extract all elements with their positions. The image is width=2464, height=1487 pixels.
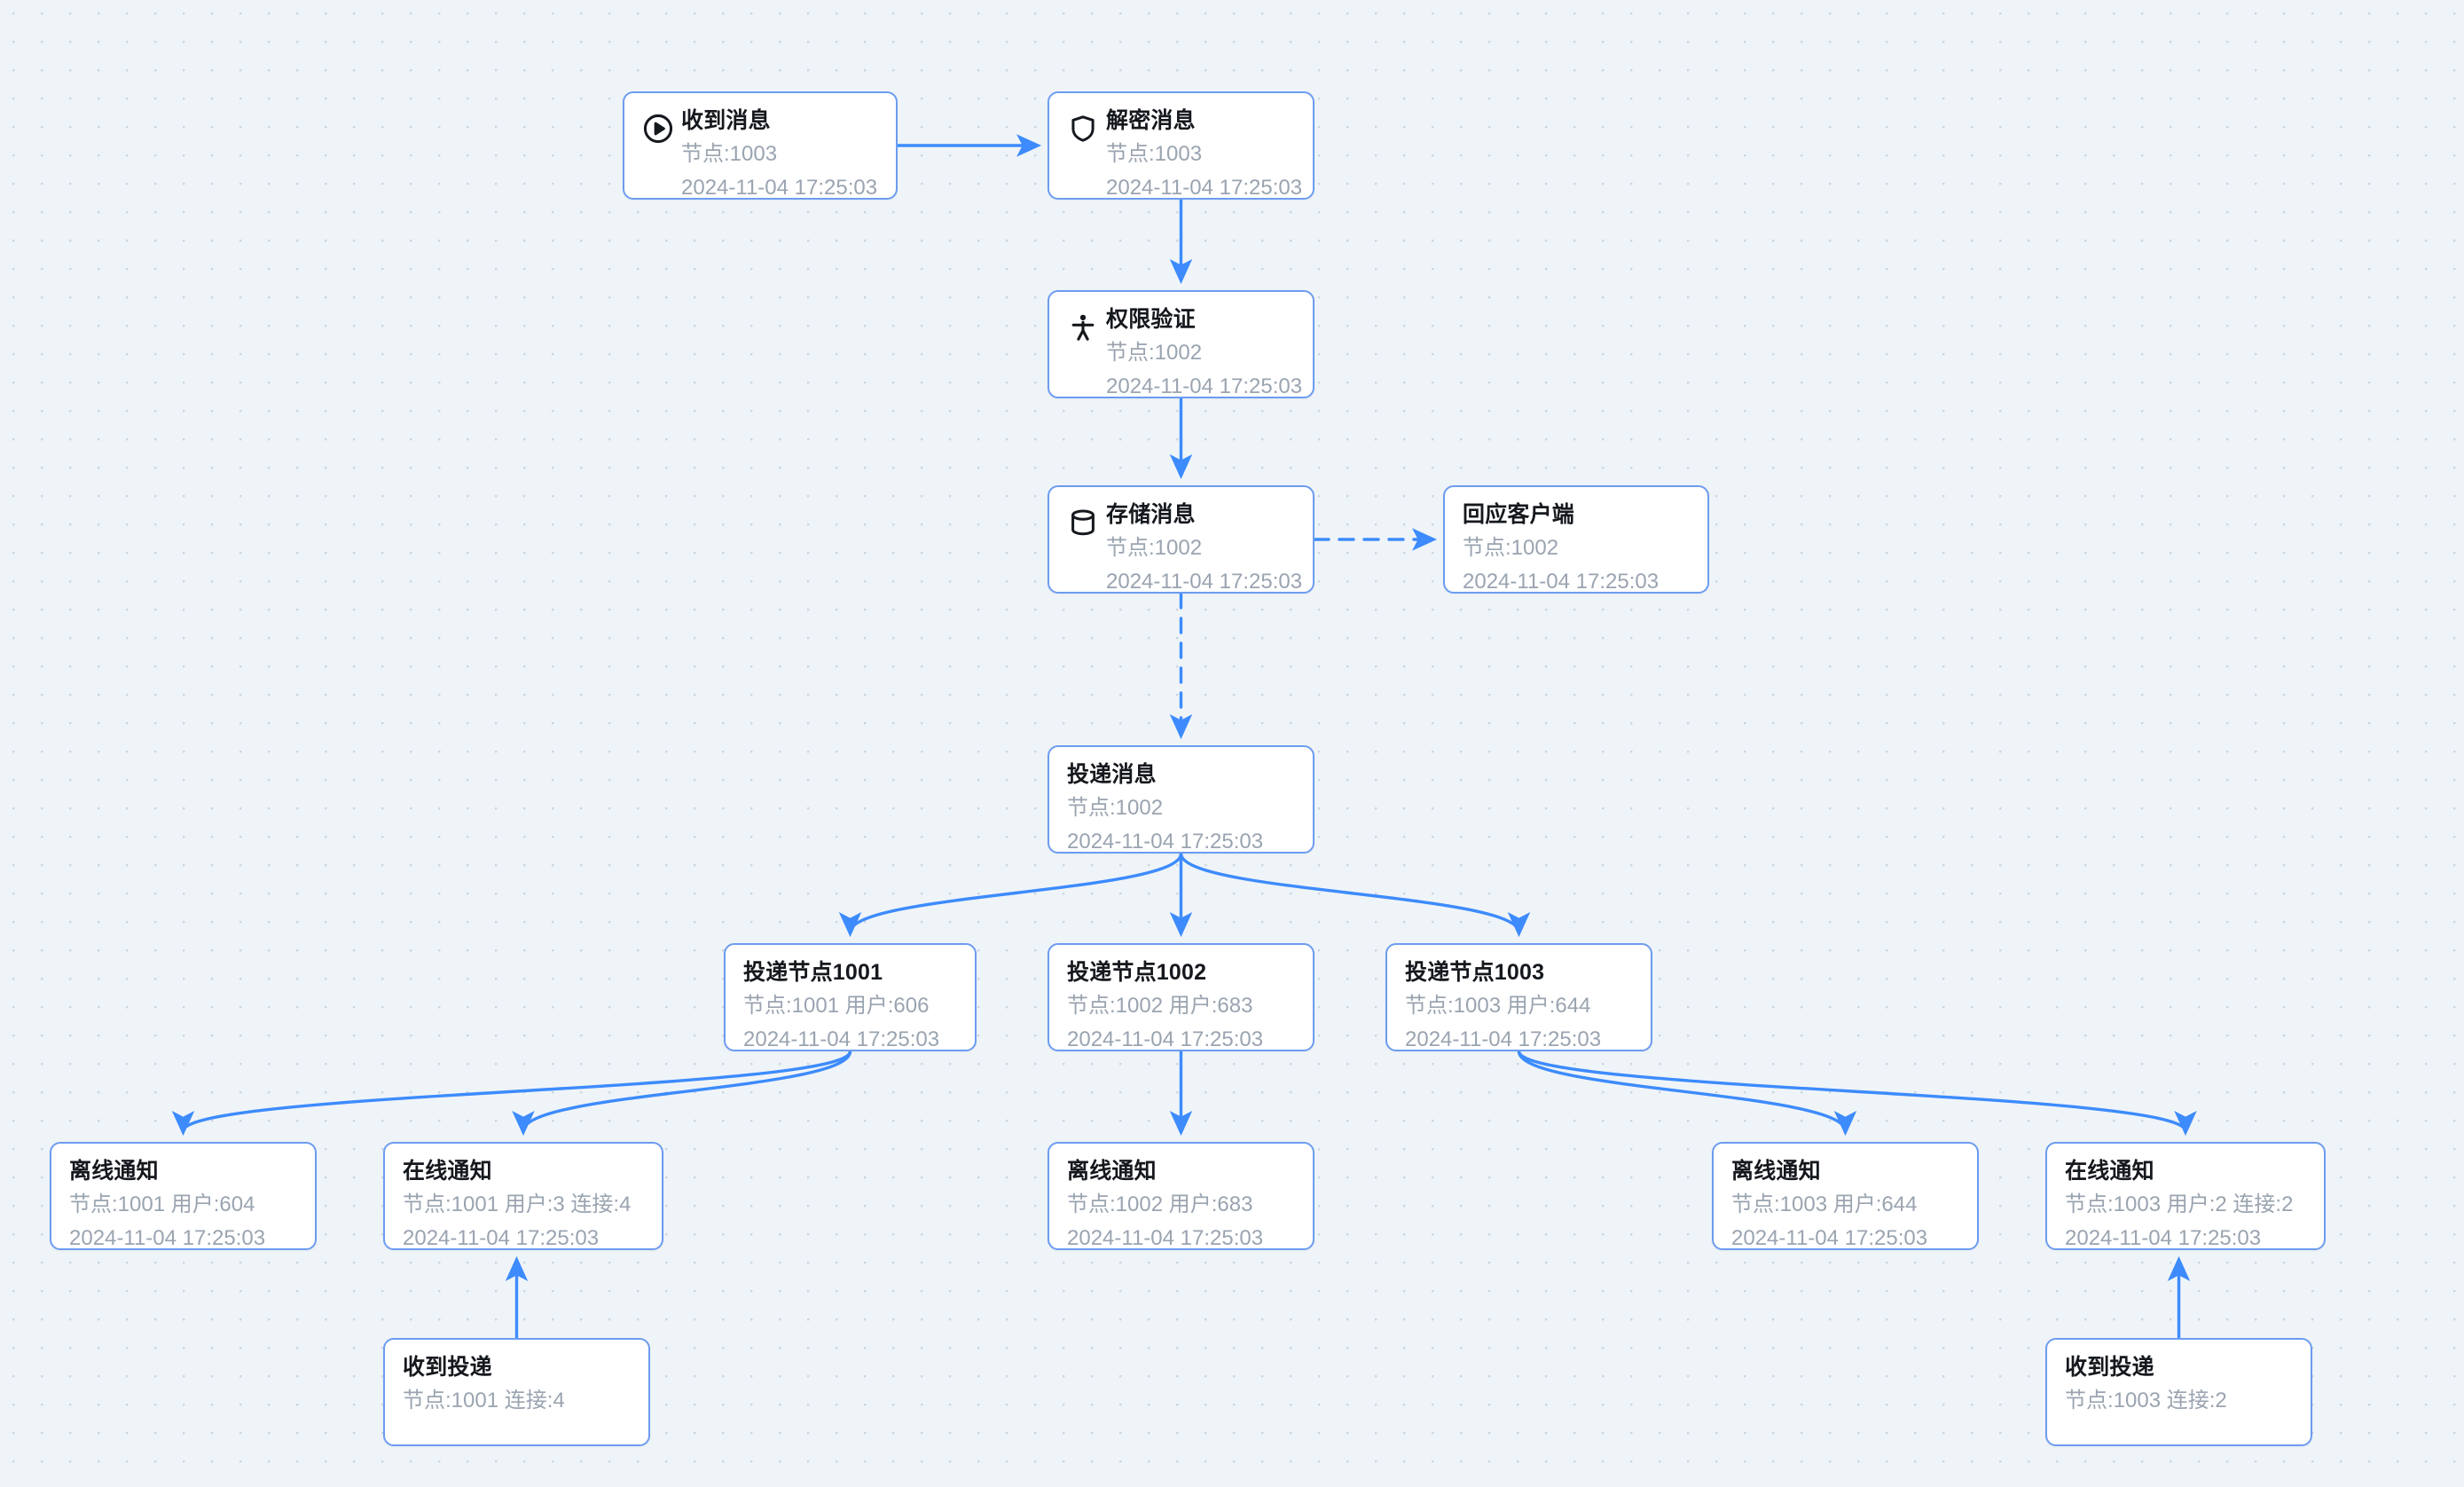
node-body: 在线通知节点:1003 用户:2 连接:2 2024-11-04 17:25:03 — [2065, 1158, 2308, 1254]
node-online-notify-1003[interactable]: 在线通知节点:1003 用户:2 连接:2 2024-11-04 17:25:03 — [2045, 1142, 2326, 1250]
node-title: 投递节点1002 — [1067, 960, 1207, 985]
node-receive-message[interactable]: 收到消息节点:1003 2024-11-04 17:25:03 — [623, 91, 898, 200]
node-decrypt-message[interactable]: 解密消息节点:1003 2024-11-04 17:25:03 — [1048, 91, 1314, 200]
node-offline-notify-1003[interactable]: 离线通知节点:1003 用户:644 2024-11-04 17:25:03 — [1712, 1142, 1979, 1250]
node-timestamp: 2024-11-04 17:25:03 — [69, 1225, 266, 1250]
node-title: 投递消息 — [1067, 762, 1157, 787]
node-meta: 节点:1002 — [1463, 535, 1559, 560]
play-circle-icon — [640, 111, 676, 146]
node-timestamp: 2024-11-04 17:25:03 — [1067, 1027, 1264, 1051]
node-meta: 节点:1002 — [1106, 340, 1203, 365]
node-timestamp: 2024-11-04 17:25:03 — [1463, 569, 1660, 594]
node-title: 离线通知 — [69, 1159, 159, 1184]
node-reply-client[interactable]: 回应客户端节点:1002 2024-11-04 17:25:03 — [1443, 485, 1709, 594]
node-offline-notify-1001[interactable]: 离线通知节点:1001 用户:604 2024-11-04 17:25:03 — [50, 1142, 317, 1250]
node-meta: 节点:1002 用户:683 — [1067, 1192, 1253, 1216]
node-meta: 节点:1003 — [1106, 141, 1203, 166]
node-body: 离线通知节点:1001 用户:604 2024-11-04 17:25:03 — [69, 1158, 299, 1254]
node-title: 在线通知 — [403, 1159, 492, 1184]
edge-deliver-node-1003-to-offline-notify-1003 — [1517, 1050, 1857, 1137]
node-title: 投递节点1001 — [743, 960, 883, 985]
edge-deliver-node-1001-to-online-notify-1001 — [512, 1050, 852, 1137]
database-icon — [1065, 505, 1101, 540]
node-meta: 节点:1002 用户:683 — [1067, 993, 1253, 1018]
node-timestamp: 2024-11-04 17:25:03 — [1106, 175, 1303, 200]
node-deliver-node-1002[interactable]: 投递节点1002 节点:1002 用户:683 2024-11-04 17:25:0… — [1048, 943, 1314, 1051]
node-title: 投递节点1003 — [1405, 960, 1545, 985]
node-body: 回应客户端节点:1002 2024-11-04 17:25:03 — [1463, 501, 1691, 597]
node-body: 收到消息节点:1003 2024-11-04 17:25:03 — [681, 107, 880, 203]
node-body: 投递节点1003 节点:1003 用户:644 2024-11-04 17:25:0… — [1405, 959, 1635, 1055]
node-body: 投递消息节点:1002 2024-11-04 17:25:03 — [1067, 761, 1297, 857]
node-store-message[interactable]: 存储消息节点:1002 2024-11-04 17:25:03 — [1048, 485, 1314, 594]
node-received-delivery-1001[interactable]: 收到投递节点:1001 连接:4 — [383, 1338, 650, 1446]
node-meta: 节点:1002 — [1106, 535, 1203, 560]
node-offline-notify-1002[interactable]: 离线通知节点:1002 用户:683 2024-11-04 17:25:03 — [1048, 1142, 1314, 1250]
edge-deliver-message-to-deliver-node-1003 — [1179, 852, 1531, 938]
node-timestamp: 2024-11-04 17:25:03 — [1405, 1027, 1602, 1051]
node-body: 权限验证节点:1002 2024-11-04 17:25:03 — [1106, 306, 1303, 402]
node-body: 离线通知节点:1003 用户:644 2024-11-04 17:25:03 — [1731, 1158, 1961, 1254]
shield-icon — [1065, 111, 1101, 146]
node-title: 权限验证 — [1106, 307, 1196, 332]
node-deliver-node-1001[interactable]: 投递节点1001 节点:1001 用户:606 2024-11-04 17:25:0… — [724, 943, 977, 1051]
node-title: 离线通知 — [1731, 1159, 1821, 1184]
node-timestamp: 2024-11-04 17:25:03 — [1067, 1225, 1264, 1250]
node-deliver-message[interactable]: 投递消息节点:1002 2024-11-04 17:25:03 — [1048, 745, 1314, 854]
node-body: 投递节点1002 节点:1002 用户:683 2024-11-04 17:25:0… — [1067, 959, 1297, 1055]
node-meta: 节点:1003 用户:644 — [1731, 1192, 1918, 1216]
edge-deliver-node-1003-to-online-notify-1003 — [1517, 1050, 2197, 1137]
edge-deliver-message-to-deliver-node-1001 — [838, 852, 1183, 938]
node-body: 在线通知节点:1001 用户:3 连接:4 2024-11-04 17:25:03 — [403, 1158, 646, 1254]
node-body: 离线通知节点:1002 用户:683 2024-11-04 17:25:03 — [1067, 1158, 1297, 1254]
node-body: 解密消息节点:1003 2024-11-04 17:25:03 — [1106, 107, 1303, 203]
node-meta: 节点:1002 — [1067, 795, 1164, 820]
node-meta: 节点:1003 — [681, 141, 778, 166]
node-timestamp: 2024-11-04 17:25:03 — [1731, 1225, 1928, 1250]
node-title: 在线通知 — [2065, 1159, 2154, 1184]
node-title: 收到投递 — [2065, 1355, 2154, 1380]
node-body: 投递节点1001 节点:1001 用户:606 2024-11-04 17:25:0… — [743, 959, 959, 1055]
node-meta: 节点:1003 用户:2 连接:2 — [2065, 1192, 2294, 1216]
node-timestamp: 2024-11-04 17:25:03 — [1106, 374, 1303, 398]
node-title: 收到消息 — [681, 108, 771, 133]
node-timestamp: 2024-11-04 17:25:03 — [1067, 829, 1264, 854]
node-timestamp: 2024-11-04 17:25:03 — [2065, 1225, 2262, 1250]
edge-deliver-node-1001-to-offline-notify-1001 — [172, 1050, 852, 1137]
node-title: 存储消息 — [1106, 502, 1196, 527]
node-body: 收到投递节点:1003 连接:2 — [2065, 1354, 2295, 1416]
node-meta: 节点:1001 用户:606 — [743, 993, 930, 1018]
node-received-delivery-1003[interactable]: 收到投递节点:1003 连接:2 — [2045, 1338, 2312, 1446]
node-title: 离线通知 — [1067, 1159, 1157, 1184]
node-meta: 节点:1001 连接:4 — [403, 1388, 565, 1412]
node-meta: 节点:1001 用户:3 连接:4 — [403, 1192, 632, 1216]
node-online-notify-1001[interactable]: 在线通知节点:1001 用户:3 连接:4 2024-11-04 17:25:03 — [383, 1142, 663, 1250]
node-meta: 节点:1001 用户:604 — [69, 1192, 255, 1216]
node-timestamp: 2024-11-04 17:25:03 — [743, 1027, 940, 1051]
node-timestamp: 2024-11-04 17:25:03 — [681, 175, 878, 200]
node-deliver-node-1003[interactable]: 投递节点1003 节点:1003 用户:644 2024-11-04 17:25:0… — [1385, 943, 1652, 1051]
node-title: 解密消息 — [1106, 108, 1196, 133]
node-timestamp: 2024-11-04 17:25:03 — [403, 1225, 600, 1250]
node-title: 收到投递 — [403, 1355, 492, 1380]
person-icon — [1065, 310, 1101, 345]
node-meta: 节点:1003 连接:2 — [2065, 1388, 2227, 1412]
node-body: 存储消息节点:1002 2024-11-04 17:25:03 — [1106, 501, 1303, 597]
node-timestamp: 2024-11-04 17:25:03 — [1106, 569, 1303, 594]
node-body: 收到投递节点:1001 连接:4 — [403, 1354, 632, 1416]
node-permission-verify[interactable]: 权限验证节点:1002 2024-11-04 17:25:03 — [1048, 290, 1314, 398]
node-meta: 节点:1003 用户:644 — [1405, 993, 1591, 1018]
node-title: 回应客户端 — [1463, 502, 1575, 527]
